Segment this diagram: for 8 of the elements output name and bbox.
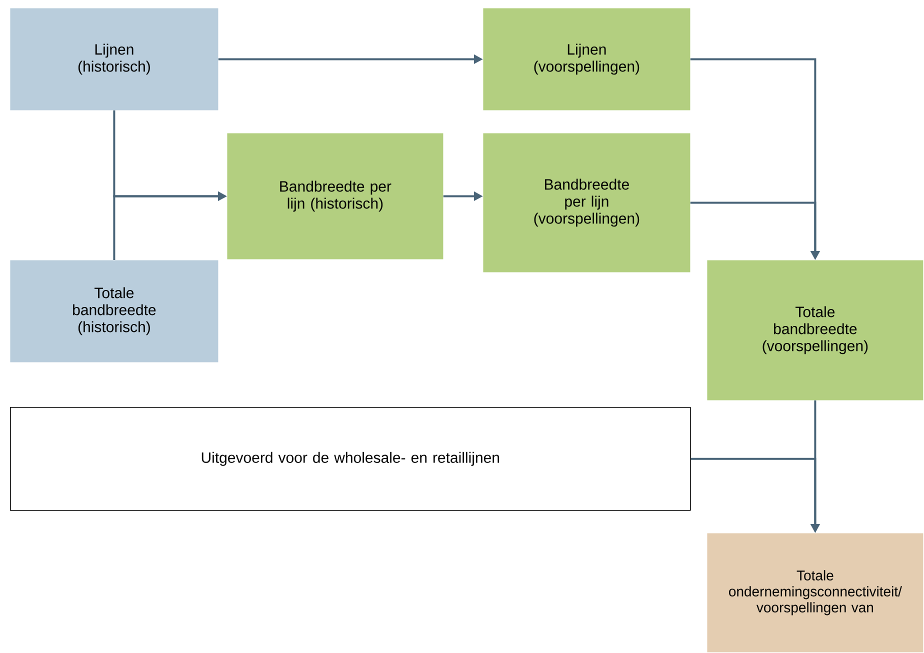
- process-box: Lijnen (voorspellingen): [483, 8, 690, 110]
- process-box: Totale bandbreedte (voorspellingen): [707, 260, 924, 400]
- process-box: Bandbreedte per lijn (historisch): [227, 133, 444, 260]
- process-box: Totale bandbreedte (historisch): [10, 260, 218, 362]
- result-box: Totale ondernemingsconnectiviteit/voorspellingen van: [707, 533, 924, 652]
- process-box: Bandbreedte per lijn (voorspellingen): [483, 133, 690, 272]
- note-box: Uitgevoerd voor de wholesale- en retaillijnen: [10, 407, 691, 511]
- process-box: Lijnen (historisch): [10, 8, 218, 110]
